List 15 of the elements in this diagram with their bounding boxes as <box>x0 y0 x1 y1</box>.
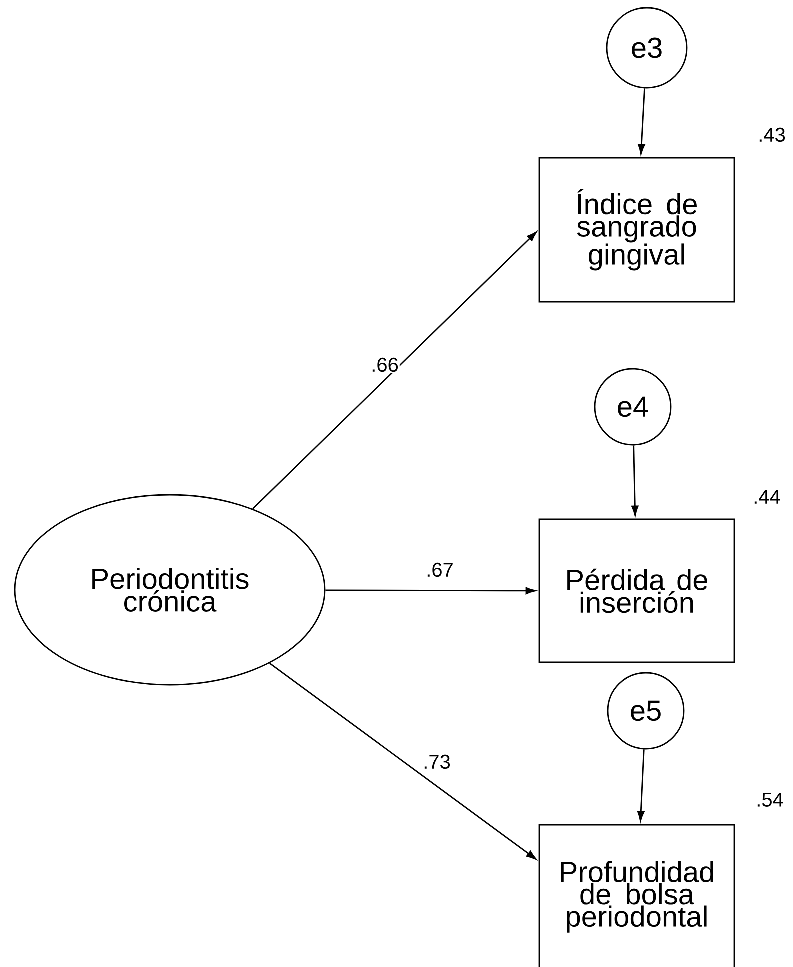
arrow <box>632 446 639 516</box>
path-coefficient-label: .66 <box>370 356 400 374</box>
r-squared-label: .43 <box>760 128 786 142</box>
observed-variable-box: Profundidad de bolsa periodontal <box>538 824 736 967</box>
path-coefficient-label: .67 <box>425 562 455 578</box>
arrow <box>269 662 537 860</box>
arrow <box>252 232 538 510</box>
arrow <box>638 750 645 822</box>
arrow <box>326 587 536 595</box>
path-coefficient-label: .73 <box>422 754 452 770</box>
observed-variable-box: Pérdida de inserción <box>538 518 736 664</box>
r-squared-label: .54 <box>758 793 784 807</box>
r-squared-label: .44 <box>754 490 780 504</box>
arrow <box>638 88 646 155</box>
observed-variable-box: Índice de sangrado gingival <box>538 157 736 303</box>
